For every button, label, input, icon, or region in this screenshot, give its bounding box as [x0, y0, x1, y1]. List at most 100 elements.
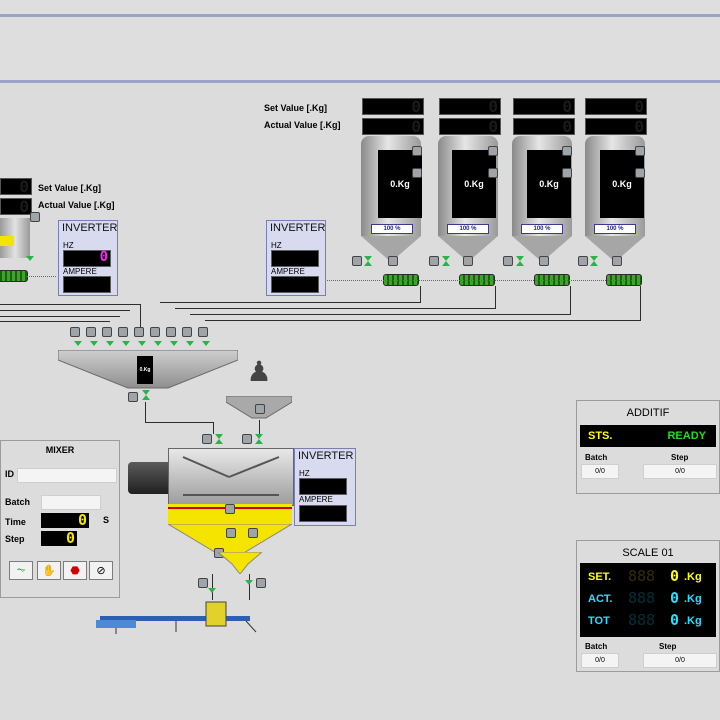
valve-status-icon[interactable]	[118, 327, 128, 337]
valve-status-icon[interactable]	[128, 392, 138, 402]
valve-status-icon[interactable]	[352, 256, 362, 266]
valve-status-icon[interactable]	[578, 256, 588, 266]
valve-status-icon[interactable]	[539, 256, 549, 266]
inverter-1-panel[interactable]: INVERTER HZ 0 AMPERE	[58, 220, 118, 296]
silo-4-status-icon[interactable]	[635, 146, 645, 156]
valve-status-icon[interactable]	[134, 327, 144, 337]
scale-01-step-value: 0/0	[643, 653, 717, 668]
silo-4-level: 100 %	[594, 224, 636, 234]
mixer-title: MIXER	[45, 445, 75, 455]
silo-3-status-icon[interactable]	[562, 146, 572, 156]
valve-icon[interactable]	[90, 341, 98, 346]
valve-icon[interactable]	[202, 341, 210, 346]
valve-status-icon[interactable]	[225, 504, 235, 514]
pipe-line	[140, 304, 141, 328]
top-bar	[0, 0, 720, 84]
scale-01-tot-label: TOT	[588, 615, 610, 627]
left-screw-conveyor[interactable]	[0, 270, 28, 282]
manual-button[interactable]: ✋	[37, 561, 61, 580]
bagging-conveyor[interactable]	[96, 598, 266, 634]
inverter-1-ampere-label: AMPERE	[63, 267, 97, 276]
valve-status-icon[interactable]	[248, 528, 258, 538]
silo-4-value: 0.Kg	[600, 150, 644, 218]
valve-status-icon[interactable]	[429, 256, 439, 266]
chart-button[interactable]: ⏦	[9, 561, 33, 580]
silo-3-status-icon[interactable]	[562, 168, 572, 178]
valve-icon[interactable]	[516, 256, 524, 261]
hand-icon: ✋	[42, 565, 56, 577]
valve-status-icon[interactable]	[226, 528, 236, 538]
scale-01-act-unit: .Kg	[684, 593, 702, 605]
valve-status-icon[interactable]	[198, 578, 208, 588]
valve-icon[interactable]	[208, 588, 216, 593]
silo-1-status-icon[interactable]	[412, 168, 422, 178]
valve-status-icon[interactable]	[256, 578, 266, 588]
inverter-2-hz-label: HZ	[271, 241, 282, 250]
additif-step-label: Step	[671, 453, 689, 462]
silo-1-set-display: 0	[362, 98, 424, 115]
additif-sts-value: READY	[667, 430, 706, 442]
pipe-line	[160, 302, 420, 303]
mixer-body[interactable]	[168, 448, 294, 506]
valve-icon[interactable]	[74, 341, 82, 346]
mixer-discharge-hopper[interactable]	[168, 524, 292, 554]
inverter-2-ampere-label: AMPERE	[271, 267, 305, 276]
inverter-1-title: INVERTER	[62, 222, 118, 234]
valve-icon[interactable]	[154, 341, 162, 346]
valve-icon[interactable]	[26, 256, 34, 261]
valve-status-icon[interactable]	[463, 256, 473, 266]
valve-icon[interactable]	[255, 434, 263, 439]
valve-icon[interactable]	[245, 580, 253, 585]
valve-icon[interactable]	[106, 341, 114, 346]
inverter-2-panel[interactable]: INVERTER HZ AMPERE	[266, 220, 326, 296]
scale-01-set-value: 0	[670, 567, 680, 585]
silo-2-status-icon[interactable]	[488, 146, 498, 156]
valve-status-icon[interactable]	[70, 327, 80, 337]
disable-button[interactable]: ⊘	[89, 561, 113, 580]
additif-status-display: STS. READY	[580, 425, 716, 447]
valve-icon[interactable]	[170, 341, 178, 346]
valve-icon[interactable]	[442, 256, 450, 261]
valve-icon[interactable]	[215, 434, 223, 439]
valve-status-icon[interactable]	[150, 327, 160, 337]
valve-status-icon[interactable]	[503, 256, 513, 266]
pipe-line	[495, 286, 496, 309]
valve-icon[interactable]	[186, 341, 194, 346]
silo-1-status-icon[interactable]	[412, 146, 422, 156]
valve-status-icon[interactable]	[242, 434, 252, 444]
mixer-batch-field[interactable]	[41, 495, 101, 510]
valve-status-icon[interactable]	[255, 404, 265, 414]
valve-icon[interactable]	[590, 256, 598, 261]
silo-4-status-icon[interactable]	[635, 168, 645, 178]
valve-status-icon[interactable]	[388, 256, 398, 266]
valve-status-icon[interactable]	[612, 256, 622, 266]
valve-icon[interactable]	[138, 341, 146, 346]
valve-status-icon[interactable]	[198, 327, 208, 337]
valve-status-icon[interactable]	[182, 327, 192, 337]
silo-2-status-icon[interactable]	[488, 168, 498, 178]
valve-status-icon[interactable]	[30, 212, 40, 222]
scale-01-tot-value: 0	[670, 611, 680, 629]
splitter-hopper[interactable]	[218, 552, 262, 574]
inverter-3-ampere-label: AMPERE	[299, 495, 333, 504]
pipe-line	[212, 574, 213, 600]
conveyor-line	[26, 276, 56, 277]
valve-icon[interactable]	[142, 390, 150, 395]
valve-icon[interactable]	[122, 341, 130, 346]
mixer-id-field[interactable]	[17, 468, 117, 483]
valve-status-icon[interactable]	[86, 327, 96, 337]
left-set-value-label: Set Value [.Kg]	[38, 183, 102, 193]
actual-value-label: Actual Value [.Kg]	[264, 120, 341, 130]
conveyor-line	[322, 280, 632, 281]
valve-status-icon[interactable]	[166, 327, 176, 337]
inverter-3-hz-display	[299, 478, 347, 495]
valve-icon	[442, 261, 450, 266]
header-divider	[0, 80, 720, 83]
valve-status-icon[interactable]	[202, 434, 212, 444]
inverter-3-panel[interactable]: INVERTER HZ AMPERE	[294, 448, 356, 526]
valve-status-icon[interactable]	[102, 327, 112, 337]
valve-icon[interactable]	[364, 256, 372, 261]
left-set-display: 0	[0, 178, 32, 195]
mixer-motor[interactable]	[128, 462, 172, 494]
stop-button[interactable]: ⬣	[63, 561, 87, 580]
